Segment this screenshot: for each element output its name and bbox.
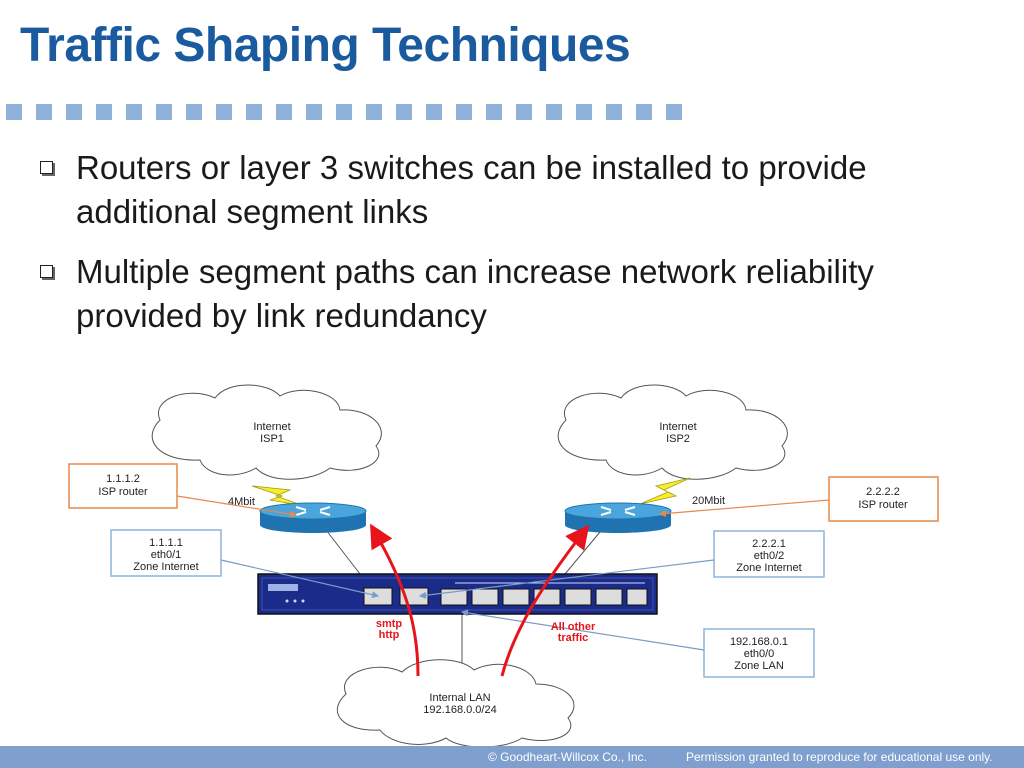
isp1-router-label-box: 1.1.1.2 ISP router — [68, 463, 178, 509]
checkbox-bullet-icon — [40, 161, 53, 174]
isp1-router-ip: 1.1.1.2 — [106, 473, 140, 485]
isp1-router-icon — [259, 502, 367, 533]
other-traffic-arrow — [500, 524, 590, 677]
eth02-label-box: 2.2.2.1 eth0/2 Zone Internet — [713, 530, 825, 578]
lan-cloud-line2: 192.168.0.0/24 — [423, 704, 496, 716]
isp2-router-label: ISP router — [858, 499, 908, 511]
eth00-label-box: 192.168.0.1 eth0/0 Zone LAN — [703, 628, 815, 678]
eth01-ip: 1.1.1.1 — [149, 537, 183, 549]
traffic-label: traffic — [558, 632, 589, 644]
isp2-cloud-line2: ISP2 — [666, 433, 690, 445]
eth01-zone: Zone Internet — [133, 561, 198, 573]
link-right-label: 20Mbit — [692, 495, 725, 507]
isp2-router-ip: 2.2.2.2 — [866, 486, 900, 498]
lightning-bolt-icon — [639, 477, 691, 505]
eth00-port: eth0/0 — [744, 648, 775, 660]
network-diagram: Internet ISP1 Internet ISP2 Internal LAN… — [68, 384, 939, 746]
isp2-router-icon — [564, 502, 672, 533]
eth01-port: eth0/1 — [151, 549, 182, 561]
isp2-router-label-box: 2.2.2.2 ISP router — [828, 476, 939, 522]
isp1-cloud: Internet ISP1 — [151, 384, 382, 480]
all-other-label: All other — [551, 621, 596, 633]
lan-cloud: Internal LAN 192.168.0.0/24 — [336, 659, 575, 746]
firewall-device-icon — [257, 573, 658, 615]
footer-permission: Permission granted to reproduce for educ… — [686, 750, 993, 764]
smtp-label: smtp — [376, 618, 403, 630]
bullet-item: Routers or layer 3 switches can be insta… — [40, 146, 920, 234]
bullet-text: Multiple segment paths can increase netw… — [76, 253, 874, 334]
isp1-router-label: ISP router — [98, 486, 148, 498]
eth00-zone: Zone LAN — [734, 660, 784, 672]
bullet-text: Routers or layer 3 switches can be insta… — [76, 149, 867, 230]
title-divider — [6, 104, 682, 120]
eth02-zone: Zone Internet — [736, 562, 801, 574]
bullet-item: Multiple segment paths can increase netw… — [40, 250, 920, 338]
footer-bar: © Goodheart-Willcox Co., Inc. Permission… — [0, 746, 1024, 768]
http-label: http — [379, 629, 400, 641]
footer-copyright: © Goodheart-Willcox Co., Inc. — [488, 750, 647, 764]
eth02-ip: 2.2.2.1 — [752, 538, 786, 550]
isp1-cloud-line2: ISP1 — [260, 433, 284, 445]
lan-cloud-line1: Internal LAN — [429, 692, 490, 704]
slide-title: Traffic Shaping Techniques — [20, 19, 631, 72]
isp1-cloud-line1: Internet — [253, 421, 290, 433]
isp2-cloud: Internet ISP2 — [557, 384, 788, 480]
isp2-cloud-line1: Internet — [659, 421, 696, 433]
smtp-http-traffic-arrow — [370, 523, 420, 677]
eth01-label-box: 1.1.1.1 eth0/1 Zone Internet — [110, 529, 222, 577]
eth00-ip: 192.168.0.1 — [730, 636, 788, 648]
eth02-port: eth0/2 — [754, 550, 785, 562]
checkbox-bullet-icon — [40, 265, 53, 278]
